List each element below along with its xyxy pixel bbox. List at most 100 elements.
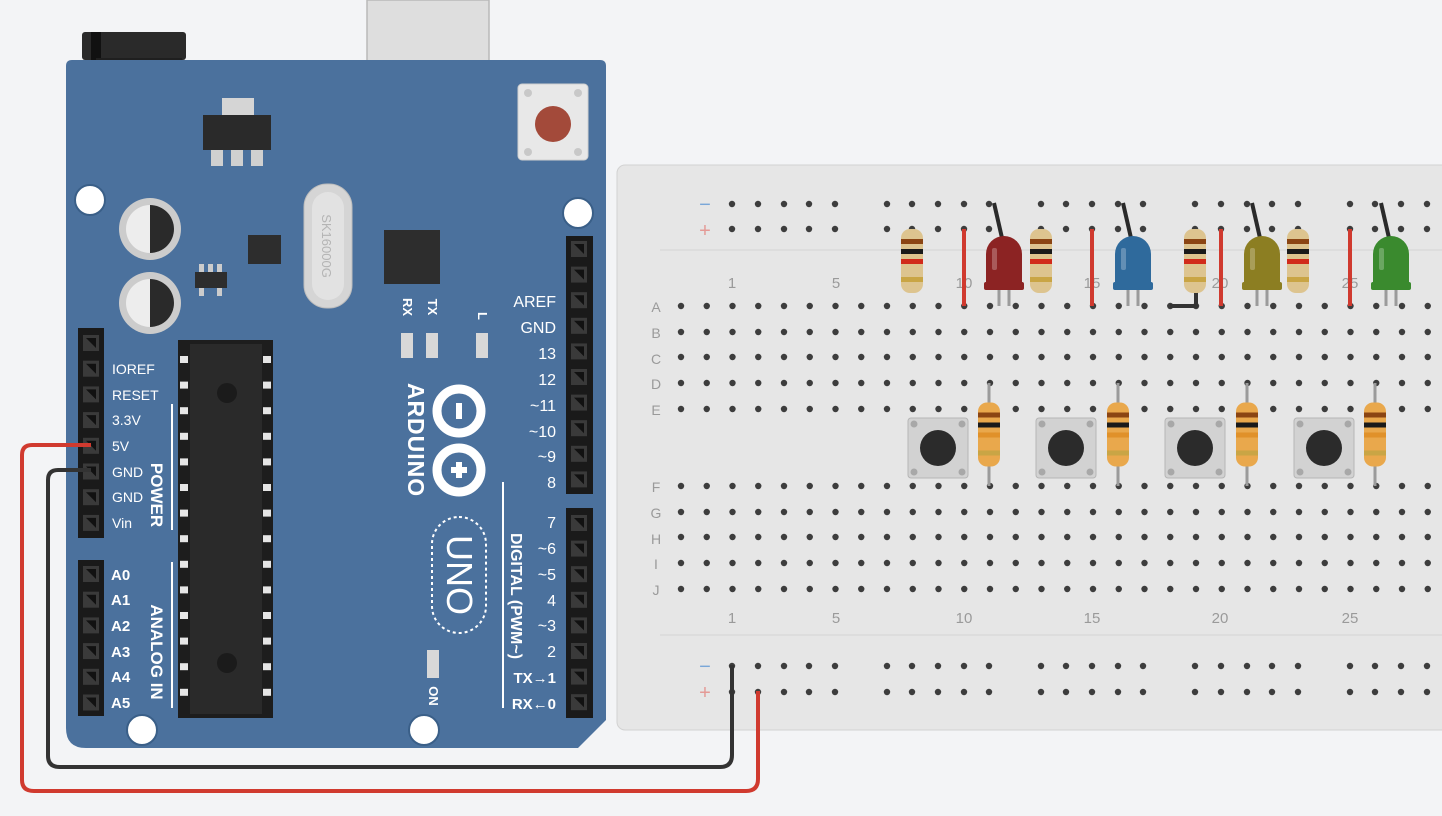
breadboard-hole[interactable] xyxy=(1089,585,1097,593)
breadboard-hole[interactable] xyxy=(1295,302,1303,310)
breadboard-hole[interactable] xyxy=(1347,508,1354,516)
rail-hole[interactable] xyxy=(1294,200,1302,208)
breadboard-hole[interactable] xyxy=(986,533,994,541)
rail-hole[interactable] xyxy=(780,225,788,233)
breadboard-hole[interactable] xyxy=(1424,379,1431,387)
pushbutton-cap[interactable] xyxy=(920,430,956,466)
breadboard-hole[interactable] xyxy=(1089,353,1097,361)
breadboard-hole[interactable] xyxy=(858,328,865,336)
breadboard-hole[interactable] xyxy=(1321,585,1328,593)
rail-hole[interactable] xyxy=(1062,662,1070,670)
breadboard-hole[interactable] xyxy=(1089,508,1097,516)
breadboard-hole[interactable] xyxy=(986,353,994,361)
breadboard-hole[interactable] xyxy=(1038,302,1045,310)
breadboard-hole[interactable] xyxy=(1192,328,1200,336)
rail-hole[interactable] xyxy=(1139,688,1147,696)
rail-hole[interactable] xyxy=(1423,688,1431,696)
breadboard-hole[interactable] xyxy=(1141,533,1148,541)
breadboard-hole[interactable] xyxy=(729,559,736,567)
pushbutton[interactable] xyxy=(1035,417,1097,479)
breadboard-hole[interactable] xyxy=(1167,533,1174,541)
breadboard-hole[interactable] xyxy=(1398,482,1406,490)
rail-hole[interactable] xyxy=(728,225,736,233)
breadboard-hole[interactable] xyxy=(1218,405,1225,413)
breadboard-hole[interactable] xyxy=(1270,302,1277,310)
breadboard-hole[interactable] xyxy=(1244,302,1251,310)
breadboard-hole[interactable] xyxy=(1115,533,1122,541)
breadboard-hole[interactable] xyxy=(1321,353,1328,361)
breadboard-hole[interactable] xyxy=(729,379,736,387)
breadboard-hole[interactable] xyxy=(1115,508,1122,516)
breadboard-hole[interactable] xyxy=(909,379,916,387)
breadboard-hole[interactable] xyxy=(806,508,813,516)
breadboard-hole[interactable] xyxy=(729,533,736,541)
breadboard-hole[interactable] xyxy=(1167,379,1174,387)
breadboard-hole[interactable] xyxy=(780,482,788,490)
breadboard-hole[interactable] xyxy=(703,328,710,336)
breadboard-hole[interactable] xyxy=(1373,533,1380,541)
rail-hole[interactable] xyxy=(1397,225,1405,233)
rail-hole[interactable] xyxy=(1423,662,1431,670)
breadboard-hole[interactable] xyxy=(1141,508,1148,516)
resistor[interactable] xyxy=(1184,229,1206,293)
breadboard-hole[interactable] xyxy=(1373,353,1380,361)
rail-hole[interactable] xyxy=(728,200,736,208)
pushbutton-cap[interactable] xyxy=(1048,430,1084,466)
breadboard-hole[interactable] xyxy=(1295,405,1303,413)
breadboard-hole[interactable] xyxy=(806,379,813,387)
rail-hole[interactable] xyxy=(934,662,942,670)
breadboard-hole[interactable] xyxy=(832,353,839,361)
arduino-uno-board[interactable]: SK16000G IOREF RESET xyxy=(66,0,606,748)
breadboard-hole[interactable] xyxy=(961,559,968,567)
breadboard-hole[interactable] xyxy=(1167,328,1174,336)
breadboard-hole[interactable] xyxy=(1141,585,1148,593)
breadboard-hole[interactable] xyxy=(935,405,942,413)
breadboard-hole[interactable] xyxy=(858,482,865,490)
breadboard-hole[interactable] xyxy=(1321,328,1328,336)
digital-header-top[interactable] xyxy=(566,236,593,494)
breadboard-hole[interactable] xyxy=(1115,585,1122,593)
rail-hole[interactable] xyxy=(1423,200,1431,208)
breadboard-hole[interactable] xyxy=(832,482,839,490)
breadboard-hole[interactable] xyxy=(677,328,685,336)
breadboard-components[interactable] xyxy=(901,202,1411,486)
pushbutton-cap[interactable] xyxy=(1177,430,1213,466)
breadboard-hole[interactable] xyxy=(703,302,710,310)
breadboard-hole[interactable] xyxy=(1270,482,1277,490)
breadboard-hole[interactable] xyxy=(703,559,710,567)
breadboard-hole[interactable] xyxy=(883,559,891,567)
rail-hole[interactable] xyxy=(831,200,839,208)
breadboard-hole[interactable] xyxy=(703,379,710,387)
breadboard-hole[interactable] xyxy=(1115,328,1122,336)
breadboard-hole[interactable] xyxy=(1295,585,1303,593)
breadboard-hole[interactable] xyxy=(729,353,736,361)
reset-button[interactable] xyxy=(517,83,589,161)
breadboard-hole[interactable] xyxy=(1347,328,1354,336)
breadboard-hole[interactable] xyxy=(806,353,813,361)
breadboard-hole[interactable] xyxy=(858,585,865,593)
breadboard-hole[interactable] xyxy=(832,328,839,336)
breadboard-hole[interactable] xyxy=(780,405,788,413)
resistor[interactable] xyxy=(1236,383,1258,486)
breadboard-hole[interactable] xyxy=(703,585,710,593)
breadboard-hole[interactable] xyxy=(1064,482,1071,490)
breadboard-hole[interactable] xyxy=(1141,379,1148,387)
breadboard-hole[interactable] xyxy=(755,353,762,361)
breadboard-hole[interactable] xyxy=(858,353,865,361)
rail-hole[interactable] xyxy=(754,225,762,233)
breadboard-hole[interactable] xyxy=(1218,353,1225,361)
rail-hole[interactable] xyxy=(1423,225,1431,233)
breadboard-hole[interactable] xyxy=(832,508,839,516)
breadboard-hole[interactable] xyxy=(1295,379,1303,387)
breadboard-hole[interactable] xyxy=(986,302,994,310)
breadboard-hole[interactable] xyxy=(1141,559,1148,567)
rail-hole[interactable] xyxy=(934,225,942,233)
breadboard-hole[interactable] xyxy=(832,405,839,413)
breadboard-hole[interactable] xyxy=(961,379,968,387)
rail-hole[interactable] xyxy=(960,662,968,670)
breadboard-hole[interactable] xyxy=(1064,328,1071,336)
breadboard-hole[interactable] xyxy=(909,533,916,541)
pushbutton[interactable] xyxy=(1164,417,1226,479)
breadboard-hole[interactable] xyxy=(883,379,891,387)
